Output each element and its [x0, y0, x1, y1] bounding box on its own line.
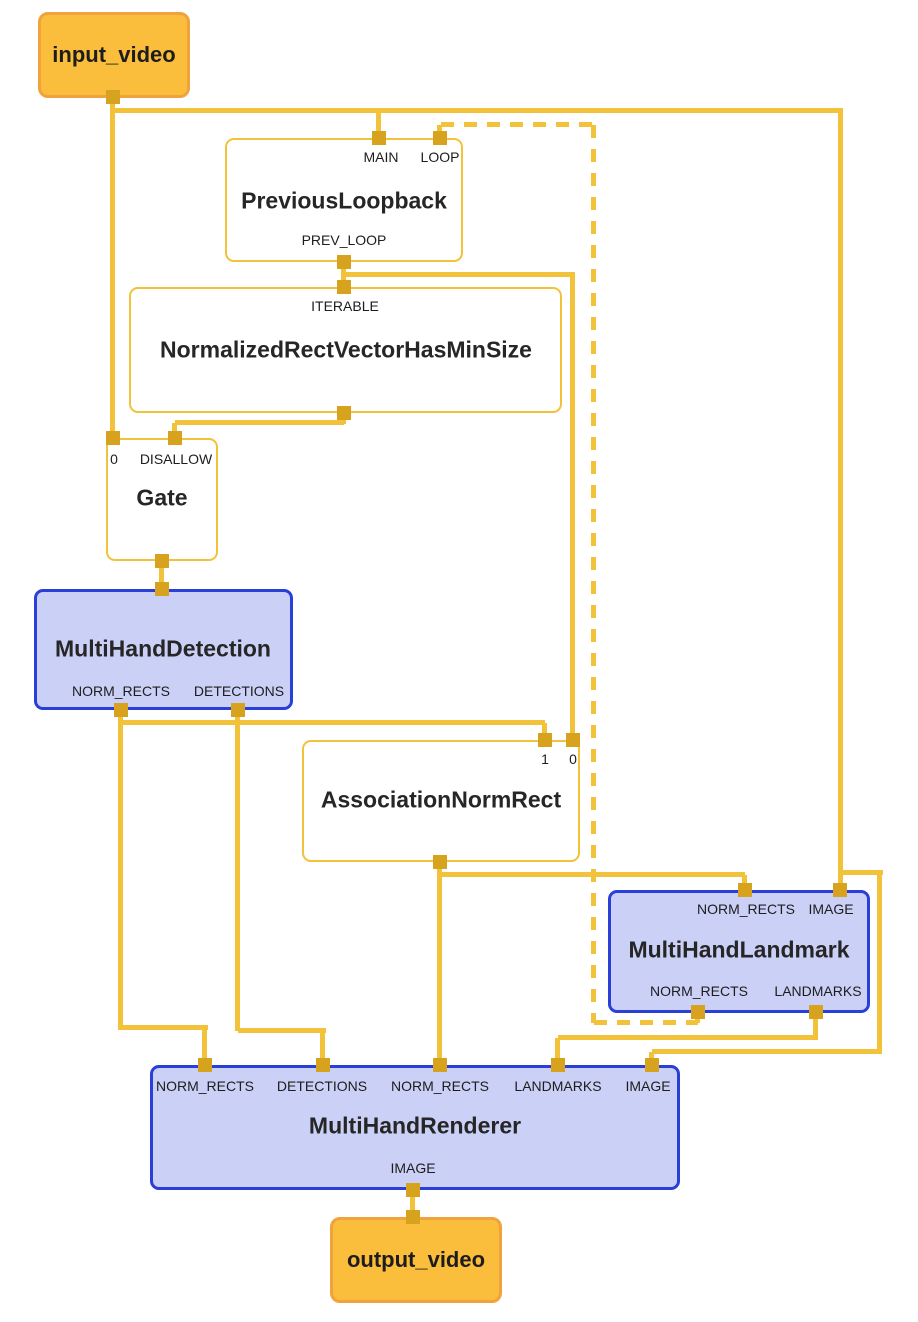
title-multi-hand-detection: MultiHandDetection	[55, 635, 271, 662]
port-assoc-out	[433, 855, 447, 869]
port-label-prev-loop: PREV_LOOP	[301, 232, 387, 248]
edge-image-to-renderer-horizontal	[652, 1049, 882, 1054]
port-landmark-landmarks-out	[809, 1005, 823, 1019]
edge-main-stub	[376, 111, 381, 138]
port-label-renderer-norm-rects-1: NORM_RECTS	[155, 1078, 255, 1094]
node-input-video[interactable]: input_video	[38, 12, 190, 98]
edge-normrects-to-assoc1-horizontal	[121, 720, 545, 725]
port-landmark-norm-rects-in	[738, 883, 752, 897]
port-renderer-norm-rects-1	[198, 1058, 212, 1072]
port-detection-in	[155, 582, 169, 596]
port-minsize-out	[337, 406, 351, 420]
port-renderer-norm-rects-2	[433, 1058, 447, 1072]
port-renderer-image-in	[645, 1058, 659, 1072]
port-label-detection-detections: DETECTIONS	[193, 683, 285, 699]
port-label-assoc-1: 1	[541, 751, 549, 767]
edge-backedge-dashed-top	[441, 122, 594, 127]
port-assoc-1	[538, 733, 552, 747]
title-association-norm-rect: AssociationNormRect	[320, 786, 562, 813]
port-label-iterable: ITERABLE	[311, 298, 379, 314]
title-gate: Gate	[136, 484, 188, 511]
port-assoc-0	[566, 733, 580, 747]
edge-normrects-down	[118, 710, 123, 1030]
title-normalized-rect-vector-has-min-size: NormalizedRectVectorHasMinSize	[160, 336, 532, 363]
port-label-assoc-0: 0	[569, 751, 577, 767]
title-multi-hand-renderer: MultiHandRenderer	[308, 1112, 522, 1139]
port-label-renderer-landmarks: LANDMARKS	[514, 1078, 602, 1094]
edge-prevloop-to-assoc0	[570, 275, 575, 740]
edge-inputvideo-top-horizontal	[111, 108, 843, 113]
output-video-label: output_video	[346, 1247, 486, 1272]
port-label-renderer-image-out: IMAGE	[390, 1160, 436, 1176]
port-label-landmark-image-in: IMAGE	[808, 901, 854, 917]
port-label-renderer-image-in: IMAGE	[625, 1078, 671, 1094]
edge-renderer-to-outputvideo	[410, 1190, 415, 1217]
port-input-video-out	[106, 90, 120, 104]
edge-landmarks-renderer-stub	[555, 1038, 560, 1065]
port-renderer-image-out	[406, 1183, 420, 1197]
port-loopback-prev-loop	[337, 255, 351, 269]
input-video-label: input_video	[52, 42, 176, 67]
edge-landmark-normrects-stub	[742, 875, 747, 890]
port-label-landmark-norm-rects-out: NORM_RECTS	[649, 983, 749, 999]
title-multi-hand-landmark: MultiHandLandmark	[628, 936, 850, 963]
edge-landmarks-out-down	[813, 1012, 818, 1040]
edge-normrects-jog-down	[202, 1028, 207, 1065]
edge-minsize-to-gate-horizontal	[175, 420, 344, 425]
edge-prevloop-down	[341, 262, 346, 288]
port-minsize-iterable	[337, 280, 351, 294]
port-landmark-norm-rects-out	[691, 1005, 705, 1019]
port-gate-out	[155, 554, 169, 568]
edge-image-branch-horizontal	[841, 870, 883, 875]
port-renderer-detections	[316, 1058, 330, 1072]
node-output-video[interactable]: output_video	[330, 1217, 502, 1303]
edge-landmarks-horizontal	[558, 1035, 816, 1040]
edge-detections-jog-horizontal	[238, 1028, 326, 1033]
node-association-norm-rect[interactable]	[302, 740, 580, 862]
port-label-detection-norm-rects: NORM_RECTS	[71, 683, 171, 699]
node-previous-loopback[interactable]	[225, 138, 463, 262]
port-output-video-in	[406, 1210, 420, 1224]
edge-assoc-out-down	[437, 862, 442, 1065]
port-renderer-landmarks	[551, 1058, 565, 1072]
port-label-renderer-detections: DETECTIONS	[276, 1078, 368, 1094]
port-detection-detections	[231, 703, 245, 717]
edge-inputvideo-down	[110, 97, 115, 438]
port-gate-disallow	[168, 431, 182, 445]
port-loopback-main	[372, 131, 386, 145]
port-label-gate-disallow: DISALLOW	[139, 451, 213, 467]
edge-backedge-dashed-vertical	[591, 125, 596, 1023]
port-loopback-loop	[433, 131, 447, 145]
edge-assoc1-stub	[542, 723, 547, 740]
port-label-landmark-norm-rects-in: NORM_RECTS	[696, 901, 796, 917]
edge-detections-down	[235, 710, 240, 1031]
port-label-renderer-norm-rects-2: NORM_RECTS	[390, 1078, 490, 1094]
port-gate-0	[106, 431, 120, 445]
edge-image-outer-vertical	[877, 873, 882, 1054]
port-label-landmark-landmarks-out: LANDMARKS	[774, 983, 862, 999]
port-detection-norm-rects	[114, 703, 128, 717]
edge-gate-to-detection	[159, 561, 164, 589]
port-landmark-image-in	[833, 883, 847, 897]
port-label-loop: LOOP	[420, 149, 460, 165]
edge-disallow-stub	[172, 423, 177, 438]
title-previous-loopback: PreviousLoopback	[241, 187, 447, 214]
edge-normrects-jog-horizontal	[121, 1025, 208, 1030]
edge-detections-jog-down	[320, 1031, 325, 1065]
port-label-main: MAIN	[363, 149, 399, 165]
port-label-gate-0: 0	[110, 451, 118, 467]
edge-backedge-dashed-bottom	[594, 1020, 698, 1025]
node-multi-hand-renderer[interactable]	[150, 1065, 680, 1190]
edge-image-right-vertical	[838, 111, 843, 890]
edge-prevloop-branch-horizontal	[344, 272, 575, 277]
